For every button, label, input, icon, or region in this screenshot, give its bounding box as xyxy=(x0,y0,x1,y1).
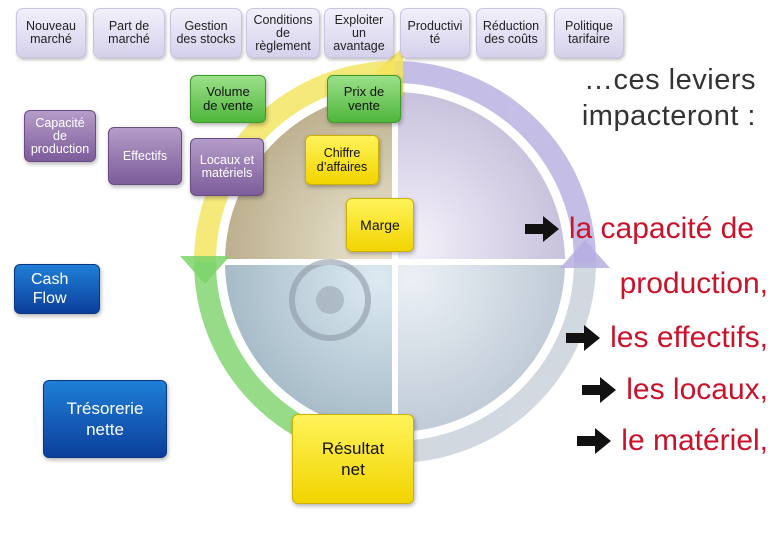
cash-flow-box: Cash Flow xyxy=(14,264,100,314)
impact-text-2: production, xyxy=(619,267,768,300)
impact-line-1: la capacité de xyxy=(524,212,754,246)
quadrant-images xyxy=(225,92,565,432)
lever-tab-nouveau-marche: Nouveau marché xyxy=(16,8,86,58)
sales-price-box: Prix de vente xyxy=(327,75,401,123)
impact-text-1: la capacité de xyxy=(568,212,754,245)
lever-tab-part-de-marche: Part de marché xyxy=(93,8,165,58)
net-result-box: Résultat net xyxy=(292,414,414,504)
impact-text-5: le matériel, xyxy=(621,424,768,457)
premises-box: Locaux et matériels xyxy=(190,138,264,196)
right-arrow-icon xyxy=(577,428,612,454)
lever-tab-conditions-de-reglement: Conditions de règlement xyxy=(246,8,320,58)
impact-line-5: le matériel, xyxy=(577,424,768,458)
sales-volume-box: Volume de vente xyxy=(190,75,266,123)
lever-tab-exploiter-un-avantage: Exploiter un avantage xyxy=(324,8,394,58)
lever-tab-gestion-des-stocks: Gestion des stocks xyxy=(170,8,242,58)
right-arrow-icon xyxy=(582,377,617,403)
right-arrow-icon xyxy=(566,325,601,351)
capacity-box: Capacité de production xyxy=(24,110,96,162)
impact-line-2: production, xyxy=(620,267,768,301)
lever-tab-politique-tarifaire: Politique tarifaire xyxy=(554,8,624,58)
impact-line-4: les locaux, xyxy=(582,373,768,407)
headline: …ces leviers impacteront : xyxy=(581,64,756,132)
impact-text-4: les locaux, xyxy=(626,373,768,406)
impact-line-3: les effectifs, xyxy=(566,321,768,355)
right-arrow-icon xyxy=(524,216,559,242)
impact-text-3: les effectifs, xyxy=(610,321,768,354)
staff-box: Effectifs xyxy=(108,127,182,185)
revenue-box: Chiffre d’affaires xyxy=(305,135,379,185)
lever-tab-productivite: Productivi té xyxy=(400,8,470,58)
lever-tab-reduction-des-couts: Réduction des coûts xyxy=(476,8,546,58)
net-treasury-box: Trésorerie nette xyxy=(43,380,167,458)
margin-box: Marge xyxy=(346,198,414,252)
